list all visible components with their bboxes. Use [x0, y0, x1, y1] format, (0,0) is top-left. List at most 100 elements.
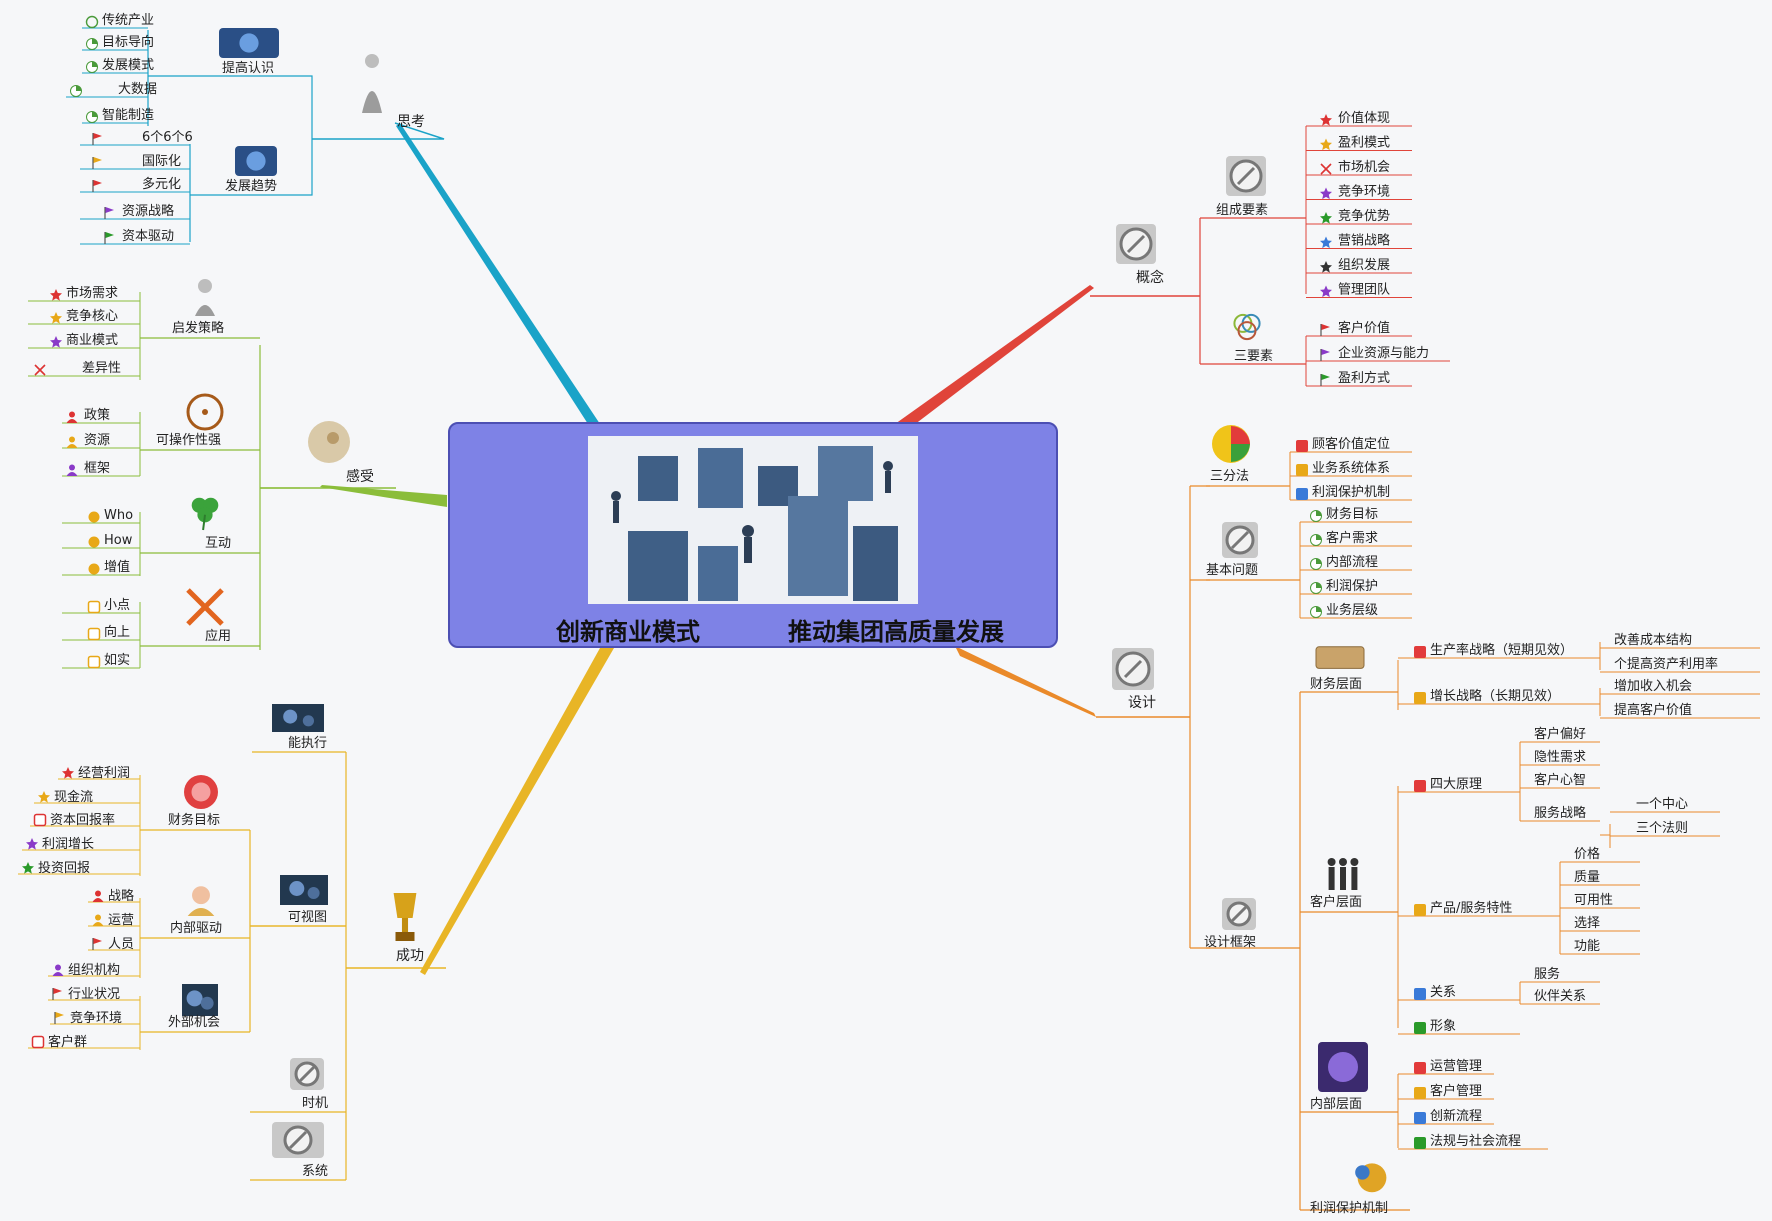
internal-label[interactable]: 内部层面 — [1310, 1096, 1362, 1112]
concept-item[interactable]: 组织发展 — [1338, 257, 1390, 273]
finance-item[interactable]: 生产率战略（短期见效） — [1430, 642, 1573, 658]
success-label[interactable]: 成功 — [396, 948, 424, 964]
three-method-label[interactable]: 三分法 — [1210, 469, 1249, 484]
trend-item[interactable]: 6个6个6 — [142, 130, 193, 145]
design-item[interactable]: 业务层级 — [1326, 602, 1378, 618]
concept-item[interactable]: 客户价值 — [1338, 320, 1390, 336]
customer-item[interactable]: 关系 — [1430, 985, 1456, 1000]
central-topic[interactable]: 创新商业模式 推动集团高质量发展 — [448, 422, 1058, 648]
concept-item[interactable]: 价值体现 — [1338, 110, 1390, 126]
customer-sub[interactable]: 质量 — [1574, 870, 1600, 885]
feel-item[interactable]: 如实 — [104, 652, 130, 668]
customer-sub[interactable]: 可用性 — [1574, 893, 1613, 908]
customer-item[interactable]: 四大原理 — [1430, 777, 1482, 792]
feel-item[interactable]: 市场需求 — [66, 285, 118, 301]
success-group-label[interactable]: 财务目标 — [168, 812, 220, 828]
success-item[interactable]: 竞争环境 — [70, 1010, 122, 1026]
feel-item[interactable]: 差异性 — [82, 361, 121, 376]
success-item[interactable]: 资本回报率 — [50, 812, 115, 828]
concept-item[interactable]: 竞争优势 — [1338, 208, 1390, 224]
feel-item[interactable]: 向上 — [104, 624, 130, 640]
feel-item[interactable]: 资源 — [84, 433, 110, 448]
design-item[interactable]: 利润保护机制 — [1312, 485, 1390, 500]
concept-item[interactable]: 竞争环境 — [1338, 184, 1390, 200]
design-item[interactable]: 顾客价值定位 — [1312, 436, 1390, 452]
success-item[interactable]: 人员 — [108, 937, 134, 952]
internal-item[interactable]: 运营管理 — [1430, 1059, 1482, 1074]
design-item[interactable]: 业务系统体系 — [1312, 460, 1390, 476]
think-item[interactable]: 发展模式 — [102, 57, 154, 73]
concept-item[interactable]: 营销战略 — [1338, 233, 1390, 249]
visual-label[interactable]: 可视图 — [288, 910, 327, 925]
customer-label[interactable]: 客户层面 — [1310, 894, 1362, 910]
feel-item[interactable]: How — [104, 533, 133, 548]
success-item[interactable]: 现金流 — [54, 789, 93, 805]
customer-sub[interactable]: 服务 — [1534, 966, 1560, 982]
design-item[interactable]: 利润保护 — [1326, 579, 1378, 594]
feel-group-label[interactable]: 启发策略 — [172, 320, 224, 336]
finance-sub[interactable]: 改善成本结构 — [1614, 632, 1692, 648]
internal-item[interactable]: 创新流程 — [1430, 1108, 1482, 1124]
customer-sub[interactable]: 客户偏好 — [1534, 726, 1586, 742]
customer-item[interactable]: 产品/服务特性 — [1430, 900, 1512, 916]
concept-item[interactable]: 企业资源与能力 — [1338, 345, 1429, 361]
think-item[interactable]: 传统产业 — [102, 13, 154, 28]
feel-item[interactable]: 小点 — [104, 598, 130, 613]
trend-label[interactable]: 发展趋势 — [225, 178, 277, 194]
basic-questions-label[interactable]: 基本问题 — [1206, 563, 1258, 578]
feel-group-label[interactable]: 应用 — [205, 628, 231, 644]
components-label[interactable]: 组成要素 — [1216, 203, 1268, 218]
success-item[interactable]: 战略 — [108, 888, 134, 904]
think-item[interactable]: 目标导向 — [102, 34, 154, 50]
success-item[interactable]: 运营 — [108, 913, 134, 928]
think-item[interactable]: 大数据 — [118, 82, 157, 97]
success-item[interactable]: 行业状况 — [68, 987, 120, 1002]
feel-group-label[interactable]: 可操作性强 — [156, 432, 221, 448]
design-label[interactable]: 设计 — [1128, 695, 1156, 711]
feel-label[interactable]: 感受 — [346, 468, 374, 485]
internal-item[interactable]: 客户管理 — [1430, 1083, 1482, 1099]
concept-item[interactable]: 盈利方式 — [1338, 370, 1390, 386]
feel-item[interactable]: 商业模式 — [66, 333, 118, 348]
success-item[interactable]: 投资回报 — [38, 860, 90, 876]
success-group-label[interactable]: 内部驱动 — [170, 920, 222, 936]
customer-item[interactable]: 形象 — [1430, 1019, 1456, 1034]
finance-label[interactable]: 财务层面 — [1310, 676, 1362, 692]
customer-sub2[interactable]: 一个中心 — [1636, 797, 1688, 812]
think-item[interactable]: 智能制造 — [102, 108, 154, 123]
feel-item[interactable]: 竞争核心 — [66, 308, 118, 324]
trend-item[interactable]: 多元化 — [142, 176, 181, 192]
framework-label[interactable]: 设计框架 — [1204, 935, 1256, 950]
customer-sub2[interactable]: 三个法则 — [1636, 821, 1688, 836]
finance-item[interactable]: 增长战略（长期见效） — [1430, 688, 1560, 704]
customer-sub[interactable]: 服务战略 — [1534, 805, 1586, 821]
profit-protection-label[interactable]: 利润保护机制 — [1310, 1201, 1388, 1216]
customer-sub[interactable]: 价格 — [1574, 846, 1600, 862]
customer-sub[interactable]: 隐性需求 — [1534, 750, 1586, 765]
customer-sub[interactable]: 伙伴关系 — [1534, 989, 1586, 1004]
finance-sub[interactable]: 增加收入机会 — [1614, 679, 1692, 694]
customer-sub[interactable]: 客户心智 — [1534, 772, 1586, 788]
think-label[interactable]: 思考 — [397, 114, 425, 130]
finance-sub[interactable]: 提高客户价值 — [1614, 702, 1692, 718]
success-item[interactable]: 经营利润 — [78, 766, 130, 781]
design-item[interactable]: 内部流程 — [1326, 554, 1378, 570]
internal-item[interactable]: 法规与社会流程 — [1430, 1133, 1521, 1149]
trend-item[interactable]: 资源战略 — [122, 203, 174, 219]
success-item[interactable]: 客户群 — [48, 1034, 87, 1050]
success-group-label[interactable]: 外部机会 — [168, 1015, 220, 1030]
execute-label[interactable]: 能执行 — [288, 736, 327, 751]
trend-item[interactable]: 资本驱动 — [122, 229, 174, 244]
customer-sub[interactable]: 功能 — [1574, 939, 1600, 954]
system-label[interactable]: 系统 — [302, 1164, 328, 1179]
improve-awareness-label[interactable]: 提高认识 — [222, 60, 274, 76]
concept-item[interactable]: 市场机会 — [1338, 159, 1390, 175]
timing-label[interactable]: 时机 — [302, 1096, 328, 1111]
feel-group-label[interactable]: 互动 — [205, 536, 231, 551]
success-item[interactable]: 组织机构 — [68, 963, 120, 978]
concept-item[interactable]: 管理团队 — [1338, 283, 1390, 298]
finance-sub[interactable]: 个提高资产利用率 — [1614, 656, 1718, 672]
feel-item[interactable]: 政策 — [84, 407, 110, 423]
design-item[interactable]: 财务目标 — [1326, 506, 1378, 522]
trend-item[interactable]: 国际化 — [142, 154, 181, 169]
